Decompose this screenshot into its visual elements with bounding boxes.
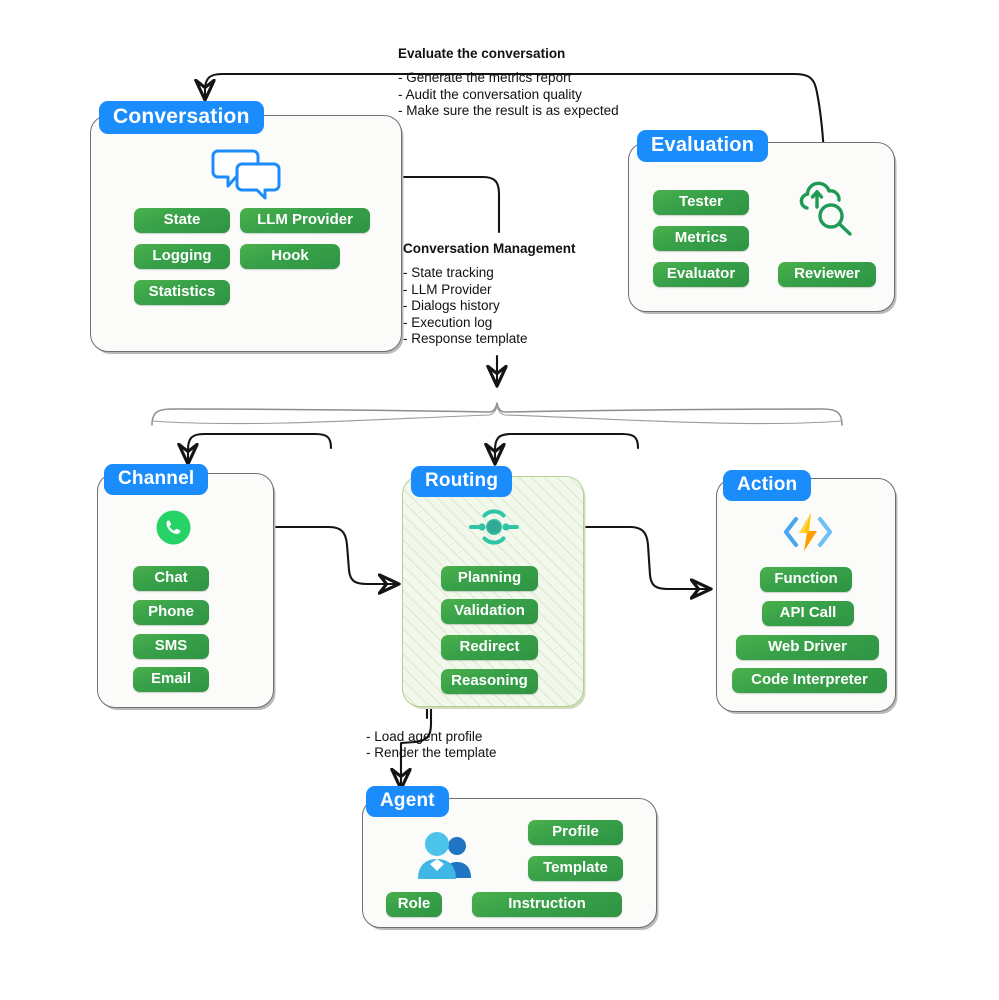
- note-conversation-management: Conversation Management - State tracking…: [403, 241, 576, 348]
- card-routing[interactable]: [402, 476, 584, 707]
- pill-redirect[interactable]: Redirect: [441, 635, 538, 660]
- lightning-code-icon: [780, 510, 836, 554]
- note-cm-line-2: - LLM Provider: [403, 281, 492, 297]
- card-agent-header[interactable]: Agent: [366, 786, 449, 817]
- brace-split: [151, 402, 843, 426]
- note-agent: - Load agent profile - Render the templa…: [366, 729, 497, 761]
- routing-node-icon: [463, 502, 525, 552]
- wire-brace-to-routing: [495, 432, 640, 461]
- pill-role[interactable]: Role: [386, 892, 442, 917]
- people-icon: [412, 829, 474, 883]
- note-evaluate-line-3: - Make sure the result is as expected: [398, 103, 619, 119]
- note-evaluate-line-1: - Generate the metrics report: [398, 70, 572, 85]
- note-cm-title: Conversation Management: [403, 241, 576, 256]
- brace-split-shadow: [151, 405, 843, 425]
- pill-template[interactable]: Template: [528, 856, 623, 881]
- wire-brace-to-channel: [188, 432, 333, 461]
- note-cm-line-4: - Execution log: [403, 314, 493, 330]
- pill-llm-provider[interactable]: LLM Provider: [240, 208, 370, 233]
- pill-state[interactable]: State: [134, 208, 230, 233]
- pill-evaluator[interactable]: Evaluator: [653, 262, 749, 287]
- card-conversation-header[interactable]: Conversation: [99, 101, 264, 135]
- note-agent-line-1: - Load agent profile: [366, 729, 483, 744]
- pill-tester[interactable]: Tester: [653, 190, 749, 215]
- pill-reviewer[interactable]: Reviewer: [778, 262, 876, 287]
- pill-sms[interactable]: SMS: [133, 634, 209, 659]
- whatsapp-icon: [155, 509, 192, 546]
- pill-profile[interactable]: Profile: [528, 820, 623, 845]
- pill-planning[interactable]: Planning: [441, 566, 538, 591]
- pill-hook[interactable]: Hook: [240, 244, 340, 269]
- cloud-magnifier-icon: [795, 178, 857, 240]
- note-cm-line-5: - Response template: [403, 331, 528, 347]
- note-evaluate-line-2: - Audit the conversation quality: [398, 86, 582, 102]
- card-action-header[interactable]: Action: [723, 470, 812, 501]
- pill-metrics[interactable]: Metrics: [653, 226, 749, 251]
- pill-code-interpreter[interactable]: Code Interpreter: [732, 668, 887, 693]
- pill-reasoning[interactable]: Reasoning: [441, 669, 538, 694]
- pill-instruction[interactable]: Instruction: [472, 892, 622, 917]
- card-routing-header[interactable]: Routing: [411, 466, 513, 497]
- note-agent-line-2: - Render the template: [366, 745, 497, 760]
- note-evaluate-title: Evaluate the conversation: [398, 46, 566, 61]
- pill-web-driver[interactable]: Web Driver: [736, 635, 879, 660]
- pill-logging[interactable]: Logging: [134, 244, 230, 269]
- note-cm-line-3: - Dialogs history: [403, 298, 500, 314]
- note-cm-line-1: - State tracking: [403, 265, 494, 280]
- pill-function[interactable]: Function: [760, 567, 852, 592]
- pill-chat[interactable]: Chat: [133, 566, 209, 591]
- pill-validation[interactable]: Validation: [441, 599, 538, 624]
- card-channel-header[interactable]: Channel: [104, 464, 209, 495]
- pill-api-call[interactable]: API Call: [762, 601, 854, 626]
- pill-phone[interactable]: Phone: [133, 600, 209, 625]
- chat-bubbles-icon: [210, 148, 282, 200]
- pill-statistics[interactable]: Statistics: [134, 280, 230, 305]
- card-evaluation-header[interactable]: Evaluation: [637, 130, 769, 162]
- pill-email[interactable]: Email: [133, 667, 209, 692]
- note-evaluate-the-conversation: Evaluate the conversation - Generate the…: [398, 46, 619, 120]
